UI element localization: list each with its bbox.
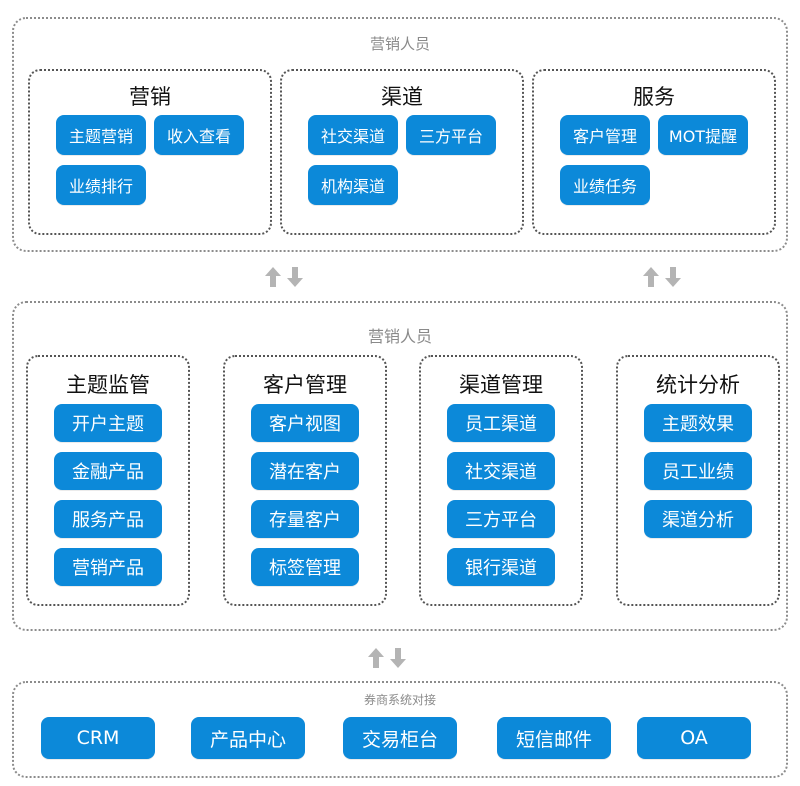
group-service: 服务 客户管理 MOT提醒 业绩任务: [532, 69, 776, 235]
social-channel-button[interactable]: 社交渠道: [308, 115, 398, 155]
theme-marketing-button[interactable]: 主题营销: [56, 115, 146, 155]
existing-customers-button[interactable]: 存量客户: [251, 500, 359, 538]
institution-channel-button[interactable]: 机构渠道: [308, 165, 398, 205]
group-title: 营销: [129, 85, 171, 109]
service-products-button[interactable]: 服务产品: [54, 500, 162, 538]
marketing-products-button[interactable]: 营销产品: [54, 548, 162, 586]
tag-management-button[interactable]: 标签管理: [251, 548, 359, 586]
tier2-panel: 营销人员 主题监管 开户主题 金融产品 服务产品 营销产品 客户管理 客户视图 …: [12, 301, 788, 631]
customer-view-button[interactable]: 客户视图: [251, 404, 359, 442]
oa-button[interactable]: OA: [637, 717, 751, 759]
sms-email-button[interactable]: 短信邮件: [497, 717, 611, 759]
theme-effect-button[interactable]: 主题效果: [644, 404, 752, 442]
group-customer-management: 客户管理 客户视图 潜在客户 存量客户 标签管理: [223, 355, 387, 606]
performance-ranking-button[interactable]: 业绩排行: [56, 165, 146, 205]
account-opening-theme-button[interactable]: 开户主题: [54, 404, 162, 442]
group-title: 渠道: [381, 85, 423, 109]
group-title: 统计分析: [656, 373, 740, 397]
product-center-button[interactable]: 产品中心: [191, 717, 305, 759]
bidirectional-arrows-icon: [641, 265, 683, 289]
potential-customers-button[interactable]: 潜在客户: [251, 452, 359, 490]
tier1-title: 营销人员: [369, 35, 430, 53]
group-title: 服务: [633, 85, 675, 109]
mot-reminder-button[interactable]: MOT提醒: [658, 115, 748, 155]
crm-button[interactable]: CRM: [41, 717, 155, 759]
bidirectional-arrows-icon: [263, 265, 305, 289]
bidirectional-arrows-icon: [366, 646, 408, 670]
tier2-title: 营销人员: [367, 327, 432, 346]
channel-analysis-button[interactable]: 渠道分析: [644, 500, 752, 538]
performance-task-button[interactable]: 业绩任务: [560, 165, 650, 205]
customer-management-button[interactable]: 客户管理: [560, 115, 650, 155]
tier1-panel: 营销人员 营销 主题营销 收入查看 业绩排行 渠道 社交渠道 三方平台 机构渠道…: [12, 17, 788, 252]
employee-channel-button[interactable]: 员工渠道: [447, 404, 555, 442]
group-theme-supervision: 主题监管 开户主题 金融产品 服务产品 营销产品: [26, 355, 190, 606]
group-title: 渠道管理: [459, 373, 543, 397]
group-channel-management: 渠道管理 员工渠道 社交渠道 三方平台 银行渠道: [419, 355, 583, 606]
tier3-panel: 券商系统对接 CRM 产品中心 交易柜台 短信邮件 OA: [12, 681, 788, 778]
group-title: 客户管理: [263, 373, 347, 397]
group-channels: 渠道 社交渠道 三方平台 机构渠道: [280, 69, 524, 235]
trading-counter-button[interactable]: 交易柜台: [343, 717, 457, 759]
revenue-view-button[interactable]: 收入查看: [154, 115, 244, 155]
social-channel-button[interactable]: 社交渠道: [447, 452, 555, 490]
tier3-title: 券商系统对接: [363, 693, 436, 707]
bank-channel-button[interactable]: 银行渠道: [447, 548, 555, 586]
group-marketing: 营销 主题营销 收入查看 业绩排行: [28, 69, 272, 235]
group-statistical-analysis: 统计分析 主题效果 员工业绩 渠道分析: [616, 355, 780, 606]
group-title: 主题监管: [66, 373, 150, 397]
financial-products-button[interactable]: 金融产品: [54, 452, 162, 490]
third-party-platform-button[interactable]: 三方平台: [406, 115, 496, 155]
third-party-platform-button[interactable]: 三方平台: [447, 500, 555, 538]
employee-performance-button[interactable]: 员工业绩: [644, 452, 752, 490]
